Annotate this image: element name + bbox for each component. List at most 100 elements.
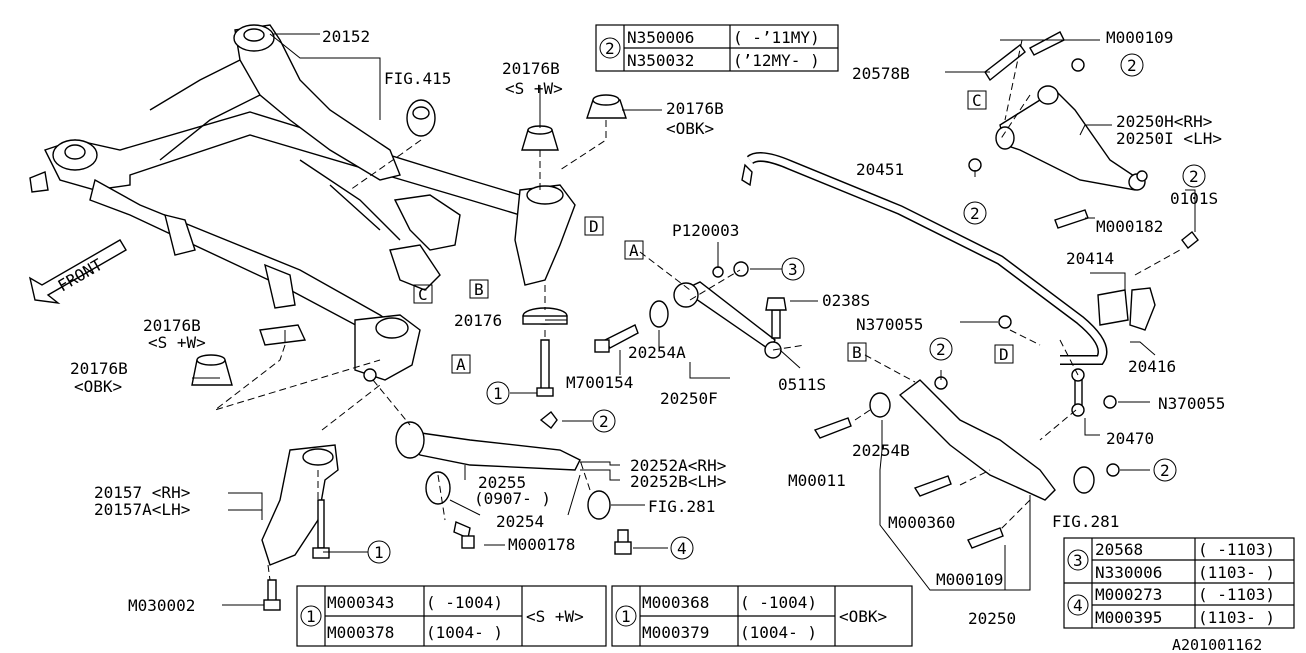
table-1a-r2-part: M000378: [327, 623, 394, 642]
callout-m000178: M000178: [508, 535, 575, 554]
callout-20157: 20157 <RH>: [94, 483, 190, 502]
circle-2-e: 2: [936, 340, 946, 359]
callout-20578b: 20578B: [852, 64, 910, 83]
front-label: FRONT: [55, 255, 107, 296]
circle-2-f: 2: [1160, 461, 1170, 480]
callout-fig281-right: FIG.281: [1052, 512, 1119, 531]
diagram-id: A201001162: [1172, 636, 1262, 653]
callout-20254b: 20254B: [852, 441, 910, 460]
stabilizer-bar-20451: [741, 151, 1199, 417]
ref-a-2: A: [629, 241, 639, 260]
table-1b-r1-date: ( -1004): [740, 593, 817, 612]
table-1a-r1-part: M000343: [327, 593, 394, 612]
ref-c-1: C: [418, 285, 428, 304]
table-4-r1-date: ( -1103): [1198, 585, 1275, 604]
callout-20176b-top2: 20176B: [666, 99, 724, 118]
table-3-r2-date: (1103- ): [1198, 563, 1275, 582]
part-callouts: 20152 FIG.415 20176B <S +W> 20176B <OBK>…: [70, 27, 1262, 653]
callout-m000109-top: M000109: [1106, 28, 1173, 47]
callout-20416: 20416: [1128, 357, 1176, 376]
rear-subframe: [29, 24, 576, 382]
lateral-link-20250f: [594, 261, 787, 359]
circle-2-c: 2: [970, 204, 980, 223]
circle-2-a: 2: [599, 412, 609, 431]
dashed-leaders: [214, 39, 1181, 581]
callout-0907: (0907- ): [474, 489, 551, 508]
callout-20250f: 20250F: [660, 389, 718, 408]
table-4-r2-part: M000395: [1095, 608, 1162, 627]
callout-20252b: 20252B<LH>: [630, 472, 726, 491]
table-2-r2-part: N350032: [627, 51, 694, 70]
callout-m00011: M00011: [788, 471, 846, 490]
callout-20451: 20451: [856, 160, 904, 179]
table-2-r1-part: N350006: [627, 28, 694, 47]
callout-m000182: M000182: [1096, 217, 1163, 236]
table-1a-note: <S +W>: [526, 607, 584, 626]
callout-20176b-left2: 20176B: [70, 359, 128, 378]
callout-n370055-a: N370055: [856, 315, 923, 334]
callout-20176b-left: 20176B: [143, 316, 201, 335]
table-4-r1-part: M000273: [1095, 585, 1162, 604]
ref-a-1: A: [456, 355, 466, 374]
callout-20254a: 20254A: [628, 343, 686, 362]
table-1b-key: 1: [621, 607, 631, 626]
callout-20250: 20250: [968, 609, 1016, 628]
callout-20176: 20176: [454, 311, 502, 330]
callout-0101s: 0101S: [1170, 189, 1218, 208]
table-4-key: 4: [1073, 596, 1083, 615]
callout-obk-top2: <OBK>: [666, 119, 714, 138]
table-2-key: 2: [605, 39, 615, 58]
callout-20157a: 20157A<LH>: [94, 500, 190, 519]
mount-parts: [191, 94, 627, 611]
table-3-r1-part: 20568: [1095, 540, 1143, 559]
callout-sw-left: <S +W>: [148, 333, 206, 352]
callout-20176b-top: 20176B: [502, 59, 560, 78]
circle-2-d: 2: [1189, 167, 1199, 186]
table-1a: 1 M000343 ( -1004) M000378 (1004- ) <S +…: [296, 585, 607, 647]
table-2-r1-date: ( -’11MY): [733, 28, 820, 47]
table-1b-r2-date: (1004- ): [740, 623, 817, 642]
callout-obk-left2: <OBK>: [74, 377, 122, 396]
ref-d-1: D: [589, 217, 599, 236]
circle-numbers: 1 2 1 3 4 2 2 2 2 2: [367, 53, 1206, 564]
callout-20252a: 20252A<RH>: [630, 456, 726, 475]
ref-b-1: B: [474, 280, 484, 299]
table-3-4: 3 20568 ( -1103) N330006 (1103- ) 4 M000…: [1063, 537, 1295, 629]
table-1b-r2-part: M000379: [642, 623, 709, 642]
callout-0511s: 0511S: [778, 375, 826, 394]
callout-p120003: P120003: [672, 221, 739, 240]
callout-m000360: M000360: [888, 513, 955, 532]
callout-20414: 20414: [1066, 249, 1114, 268]
leader-lines: [192, 33, 1196, 606]
table-3-key: 3: [1073, 551, 1083, 570]
callout-m030002: M030002: [128, 596, 195, 615]
table-2-r2-date: (’12MY- ): [733, 51, 820, 70]
table-1a-r1-date: ( -1004): [426, 593, 503, 612]
callout-20250h: 20250H<RH>: [1116, 112, 1212, 131]
lower-arm-20250: [813, 376, 1120, 549]
table-1b-r1-part: M000368: [642, 593, 709, 612]
callout-20254: 20254: [496, 512, 544, 531]
callout-fig415: FIG.415: [384, 69, 451, 88]
table-2: 2 N350006 ( -’11MY) N350032 (’12MY- ): [595, 24, 839, 72]
callout-fig281-mid: FIG.281: [648, 497, 715, 516]
callout-m700154: M700154: [566, 373, 633, 392]
table-1b: 1 M000368 ( -1004) M000379 (1004- ) <OBK…: [611, 585, 913, 647]
circle-3-a: 3: [788, 260, 798, 279]
callout-0238s: 0238S: [822, 291, 870, 310]
ref-b-2: B: [852, 343, 862, 362]
callout-20152: 20152: [322, 27, 370, 46]
table-1b-note: <OBK>: [839, 607, 887, 626]
ref-c-2: C: [972, 91, 982, 110]
circle-1-b: 1: [374, 543, 384, 562]
callout-20250i: 20250I <LH>: [1116, 129, 1222, 148]
table-3-r2-part: N330006: [1095, 563, 1162, 582]
circle-4-a: 4: [677, 539, 687, 558]
circle-2-b: 2: [1127, 56, 1137, 75]
lower-link-20252: [395, 421, 632, 555]
table-1a-key: 1: [306, 607, 316, 626]
ref-letters: D C B A A C B D: [413, 90, 1014, 374]
upper-arm-20250h: [968, 31, 1148, 229]
table-1a-r2-date: (1004- ): [426, 623, 503, 642]
